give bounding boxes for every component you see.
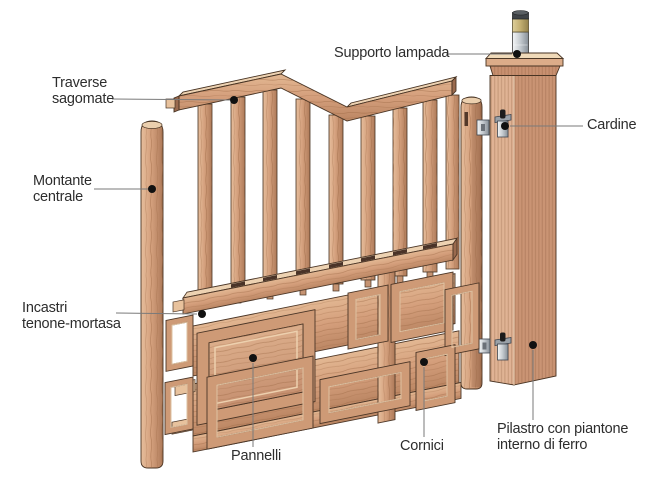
label-traverse-sagomate: Traverse sagomate [52,75,115,108]
label-dot [501,122,509,130]
panel-assembly [164,236,480,453]
pillar-cap [484,52,565,76]
label-dots [148,50,537,366]
label-dot [148,185,156,193]
label-supporto-lampada: Supporto lampada [334,45,450,62]
label-line: interno di ferro [497,436,588,453]
label-line: sagomate [52,90,115,107]
hinge-pin [500,332,506,342]
hinge-pin [500,109,506,119]
mortise-slot [464,112,468,126]
label-line: tenone-mortasa [22,315,121,332]
hinge-bottom [478,332,512,361]
mortise-rail [172,236,458,315]
label-line: Supporto lampada [334,45,450,61]
top-rail [165,69,458,122]
leader-lines [94,53,583,447]
label-cornici: Cornici [400,438,444,455]
label-incastri: Incastri tenone-mortasa [22,300,121,333]
label-line: Pilastro con piantone [497,421,629,437]
label-montante-centrale: Montante centrale [33,173,92,206]
label-line: Pannelli [231,448,281,464]
label-dot [249,354,257,362]
brass-band [512,18,529,33]
label-line: Montante [33,173,92,189]
label-line: Traverse [52,75,108,91]
label-cardine: Cardine [587,117,637,134]
baluster [230,96,246,304]
baluster [445,94,460,270]
baluster [422,99,438,280]
label-dot [230,96,238,104]
label-dot [198,310,206,318]
leader-line [115,312,198,315]
baluster [360,115,376,288]
baluster [392,107,408,284]
label-line: Cardine [587,117,637,133]
label-dot [420,358,428,366]
leader-line [111,98,231,101]
label-dot [529,341,537,349]
label-pannelli: Pannelli [231,448,281,465]
label-line: Incastri [22,300,68,316]
label-dot [513,50,521,58]
baluster [328,114,344,292]
label-pilastro: Pilastro con piantone interno di ferro [497,421,629,454]
pillar-body [489,75,557,386]
pillar [484,10,565,386]
baluster [197,103,213,308]
label-line: centrale [33,188,83,205]
baluster [262,89,278,300]
baluster [295,98,311,296]
label-line: Cornici [400,438,444,454]
tenon [172,299,185,313]
central-post [140,120,164,469]
